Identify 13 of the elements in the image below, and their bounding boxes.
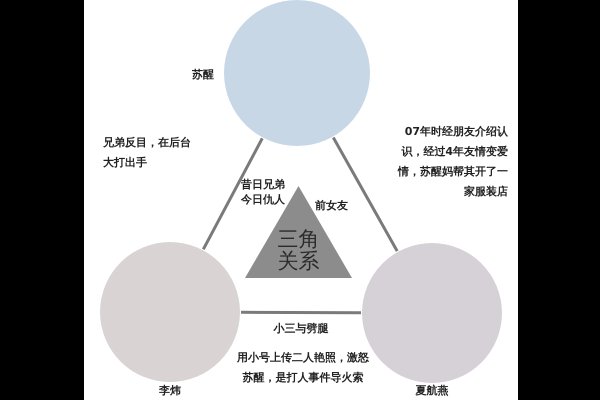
person-name: 夏航燕 [414, 384, 450, 398]
edge-label: 前女友 [315, 198, 350, 214]
connector-line [241, 310, 361, 314]
person-name: 苏醒 [191, 68, 215, 82]
triangle-title: 三角关系 [276, 228, 320, 272]
person-name: 李炜 [158, 384, 182, 398]
connector-line [332, 136, 398, 252]
note-text: 用小号上传二人艳照，激怒苏醒，是打人事件导火索 [236, 350, 370, 386]
edge-label: 昔日兄弟今日仇人 [240, 176, 286, 207]
edge-label: 小三与劈腿 [272, 320, 330, 336]
connector-line [202, 138, 264, 250]
note-text: 07年时经朋友介绍认识，经过4年友情变爱情，苏醒妈帮其开了一家服装店 [396, 124, 508, 200]
note-text: 兄弟反目，在后台大打出手 [103, 135, 192, 171]
